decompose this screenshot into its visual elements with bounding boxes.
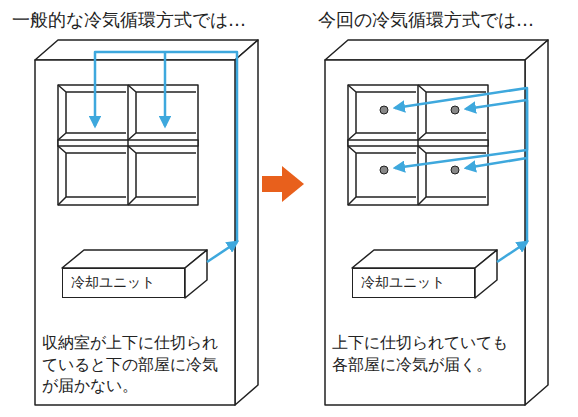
cabinet	[325, 40, 548, 405]
cabinet	[35, 40, 258, 405]
panel-title: 今回の冷気循環方式では…	[318, 8, 534, 32]
airflow-arrows	[395, 88, 527, 262]
caption-text: 収納室が上下に仕切られていると下の部屋に冷気が届かない。	[42, 332, 230, 397]
transition-arrow	[262, 166, 304, 202]
cooling-unit: 冷却ユニット	[352, 268, 475, 298]
unit-label: 冷却ユニット	[361, 274, 445, 292]
unit-label: 冷却ユニット	[71, 274, 155, 292]
cooling-unit: 冷却ユニット	[62, 268, 185, 298]
panel-title: 一般的な冷気循環方式では…	[12, 8, 246, 32]
airflow-arrows	[95, 52, 237, 262]
caption-text: 上下に仕切られていても各部屋に冷気が届く。	[332, 332, 520, 375]
